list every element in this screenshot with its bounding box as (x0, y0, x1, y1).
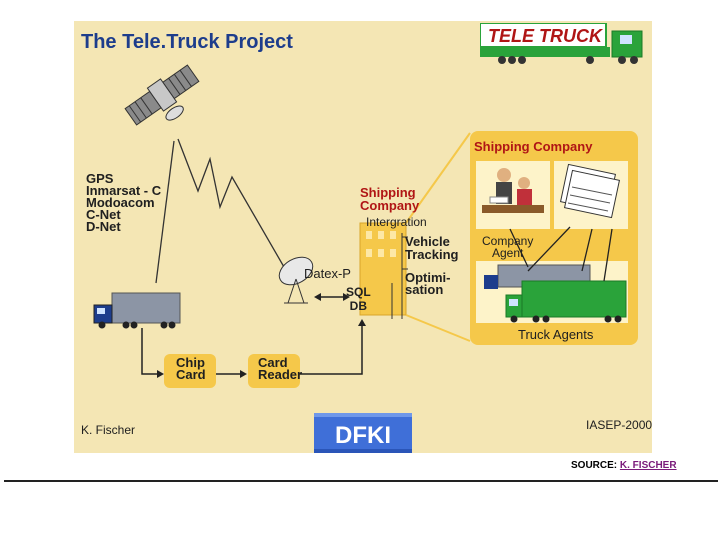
tele-truck-logo: TELE TRUCK (479, 22, 646, 65)
left-truck-icon (93, 292, 181, 329)
slide: The Tele.Truck Project TELE TRUCK GPS In… (74, 21, 652, 453)
network-item: Modoacom (86, 195, 155, 210)
signal-zigzag (177, 138, 285, 268)
trucks-icon (484, 264, 627, 323)
flow-arrow-1 (141, 328, 162, 375)
datex-label: Datex-P (304, 266, 351, 281)
calendar-icon (559, 163, 621, 219)
panel-arrows (509, 226, 613, 282)
truck-agents-label: Truck Agents (518, 327, 594, 342)
shipping-company-label: Shipping Company (360, 185, 420, 213)
divider-rule (4, 480, 718, 482)
author-label: K. Fischer (81, 423, 136, 437)
agents-people-icon (482, 168, 544, 213)
network-item: Inmarsat - C (86, 183, 162, 198)
network-item: D-Net (86, 219, 121, 234)
flow-arrow-3 (300, 323, 363, 375)
vehicle-tracking-label: Vehicle Tracking (405, 234, 459, 262)
source-author-link[interactable]: K. FISCHER (619, 460, 677, 471)
conference-label: IASEP-2000 (586, 418, 652, 432)
agent-photo-box (476, 161, 550, 229)
satellite-icon (124, 64, 200, 126)
dfki-logo: DFKI (314, 413, 412, 453)
sql-db-label: SQL DB (346, 285, 371, 313)
network-item: C-Net (86, 207, 121, 222)
dish-antenna-icon (278, 256, 314, 304)
diagram-drawing (93, 64, 471, 378)
panel-title: Shipping Company (474, 139, 593, 154)
dfki-logo-text: DFKI (335, 422, 391, 449)
truck-agents-box (476, 261, 628, 323)
network-list: GPS Inmarsat - C Modoacom C-Net D-Net (86, 171, 162, 234)
shipping-company-panel: Shipping Company Company Agent (470, 131, 638, 345)
building-icon (359, 222, 407, 316)
network-item: GPS (86, 171, 114, 186)
calendar-box (554, 161, 628, 229)
source-credit: SOURCE: K. FISCHER (571, 460, 677, 471)
integration-label: Intergration (366, 215, 427, 229)
company-agent-label: Company Agent (482, 234, 534, 260)
logo-text: TELE TRUCK (488, 26, 604, 46)
slide-title: The Tele.Truck Project (81, 31, 293, 53)
signal-line (155, 140, 175, 284)
optimisation-label: Optimi- sation (405, 270, 451, 297)
